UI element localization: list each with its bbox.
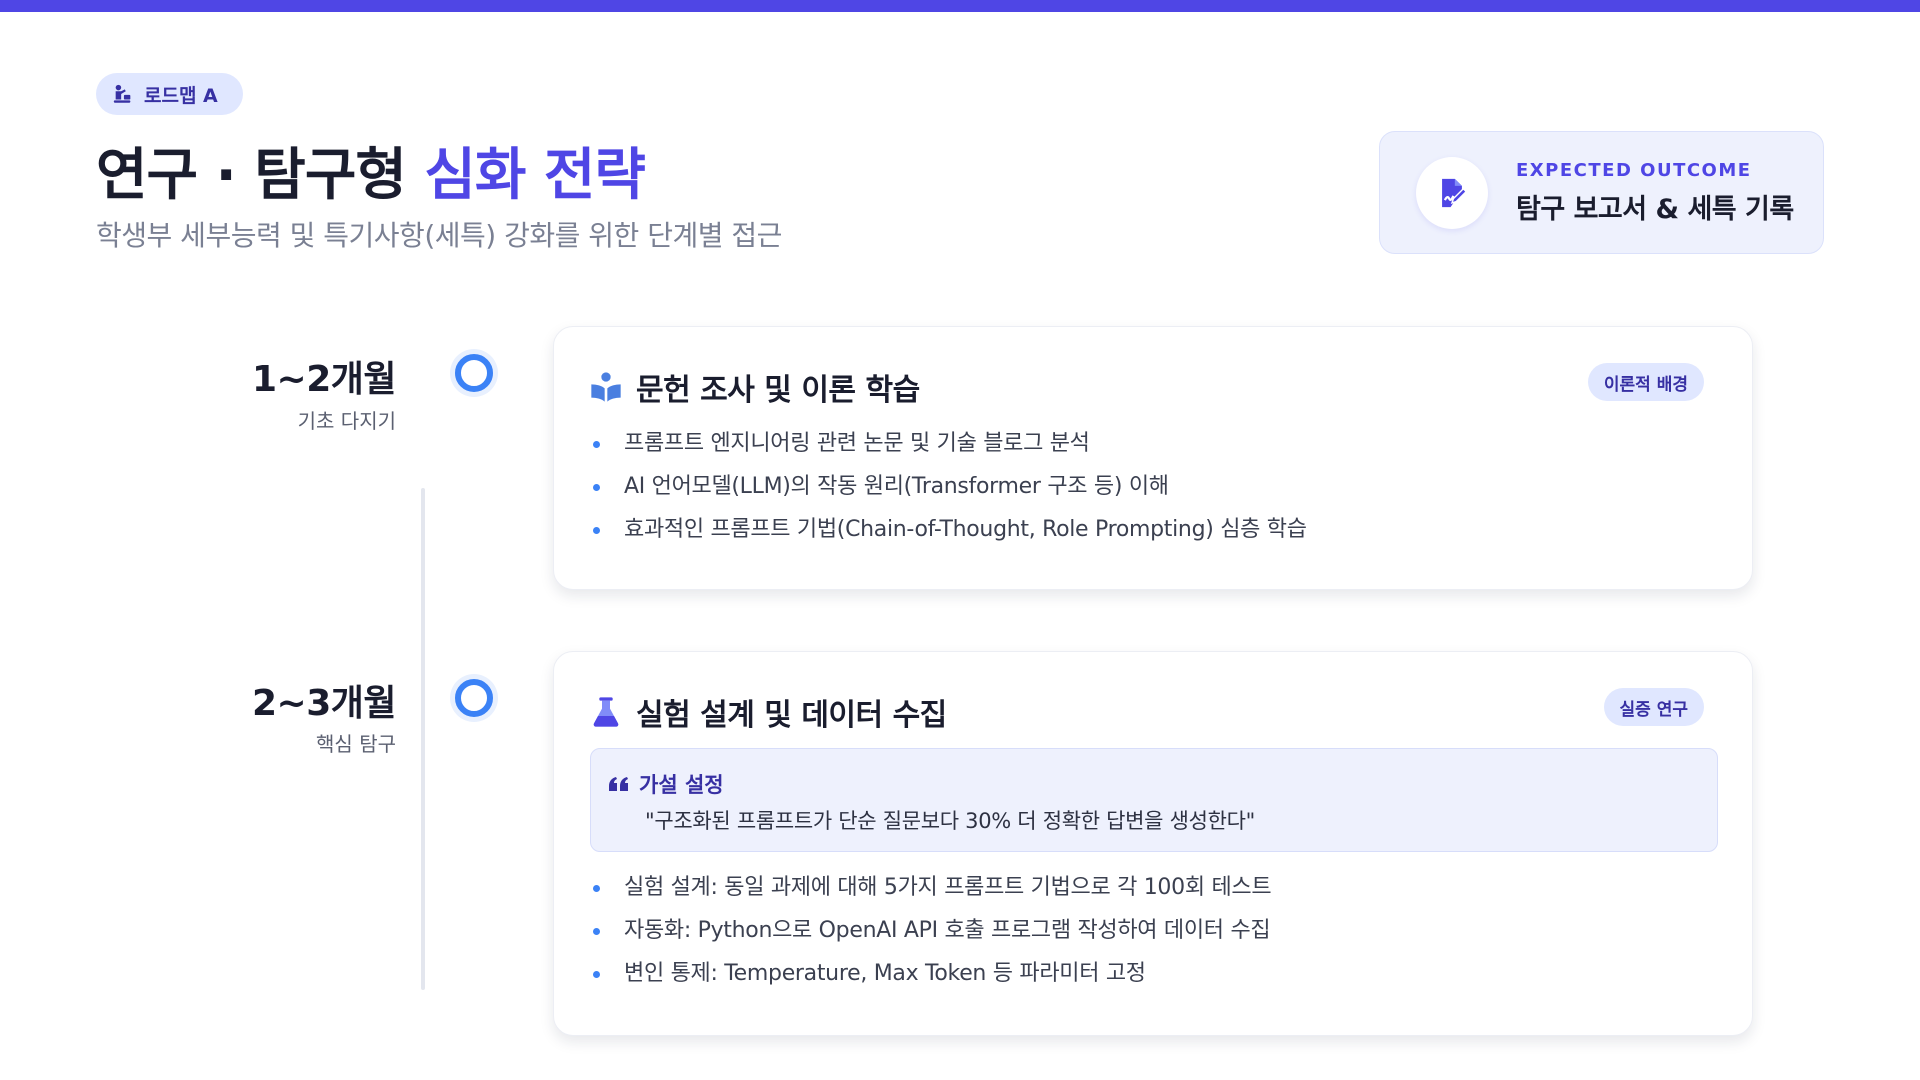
phase-1-card-badge: 이론적 배경 (1587, 363, 1704, 401)
outcome-label: EXPECTED OUTCOME (1516, 159, 1752, 181)
phase-2-timeline-dot (455, 679, 493, 717)
timeline-line (421, 488, 425, 990)
phase-2-stage: 핵심 탐구 (316, 732, 396, 756)
page-title-main: 연구 · 탐구형 (96, 143, 407, 208)
list-item: 자동화: Python으로 OpenAI API 호출 프로그램 작성하여 데이… (590, 909, 1271, 952)
phase-2-card-badge: 실증 연구 (1603, 688, 1704, 726)
roadmap-tag: 로드맵 A (96, 73, 243, 115)
phase-1-card-title: 문헌 조사 및 이론 학습 (636, 373, 920, 408)
outcome-value: 탐구 보고서 & 세특 기록 (1516, 193, 1794, 225)
phase-1-card: 문헌 조사 및 이론 학습 이론적 배경 프롬프트 엔지니어링 관련 논문 및 … (553, 326, 1753, 590)
page-title: 연구 · 탐구형 심화 전략 (96, 130, 646, 211)
list-item: AI 언어모델(LLM)의 작동 원리(Transformer 구조 등) 이해 (590, 465, 1307, 508)
flask-icon (593, 697, 619, 727)
list-item: 변인 통제: Temperature, Max Token 등 파라미터 고정 (590, 952, 1271, 995)
hypothesis-text: "구조화된 프롬프트가 단순 질문보다 30% 더 정확한 답변을 생성한다" (645, 809, 1256, 833)
phase-1-stage: 기초 다지기 (297, 409, 396, 433)
book-reader-icon (591, 372, 621, 402)
hypothesis-box: 가설 설정 "구조화된 프롬프트가 단순 질문보다 30% 더 정확한 답변을 … (590, 748, 1718, 852)
outcome-icon-circle (1416, 156, 1488, 229)
hypothesis-header: 가설 설정 (609, 769, 724, 799)
hypothesis-title: 가설 설정 (639, 773, 724, 797)
quote-icon (609, 777, 628, 791)
presenter-icon (113, 84, 131, 103)
top-accent-bar (0, 0, 1920, 12)
phase-2-card: 실험 설계 및 데이터 수집 실증 연구 가설 설정 "구조화된 프롬프트가 단… (553, 651, 1753, 1036)
list-item: 프롬프트 엔지니어링 관련 논문 및 기술 블로그 분석 (590, 422, 1307, 465)
file-signature-icon (1442, 178, 1468, 207)
phase-1-timeline-dot (455, 354, 493, 392)
page-subtitle: 학생부 세부능력 및 특기사항(세특) 강화를 위한 단계별 접근 (96, 219, 782, 252)
outcome-text: EXPECTED OUTCOME 탐구 보고서 & 세특 기록 (1516, 160, 1794, 226)
list-item: 효과적인 프롬프트 기법(Chain-of-Thought, Role Prom… (590, 508, 1307, 551)
phase-2-card-header: 실험 설계 및 데이터 수집 (590, 690, 947, 734)
phase-1-card-header: 문헌 조사 및 이론 학습 (590, 365, 920, 409)
phase-1-period: 1~2개월 (251, 359, 397, 400)
roadmap-tag-label: 로드맵 A (144, 84, 218, 107)
list-item: 실험 설계: 동일 과제에 대해 5가지 프롬프트 기법으로 각 100회 테스… (590, 866, 1272, 909)
expected-outcome-card: EXPECTED OUTCOME 탐구 보고서 & 세특 기록 (1379, 131, 1824, 254)
phase-2-period: 2~3개월 (251, 683, 397, 724)
phase-1-bullet-list: 프롬프트 엔지니어링 관련 논문 및 기술 블로그 분석 AI 언어모델(LLM… (590, 422, 1307, 551)
phase-2-card-title: 실험 설계 및 데이터 수집 (636, 698, 947, 733)
phase-2-bullet-list: 실험 설계: 동일 과제에 대해 5가지 프롬프트 기법으로 각 100회 테스… (590, 866, 1272, 995)
page-title-accent: 심화 전략 (424, 143, 646, 208)
